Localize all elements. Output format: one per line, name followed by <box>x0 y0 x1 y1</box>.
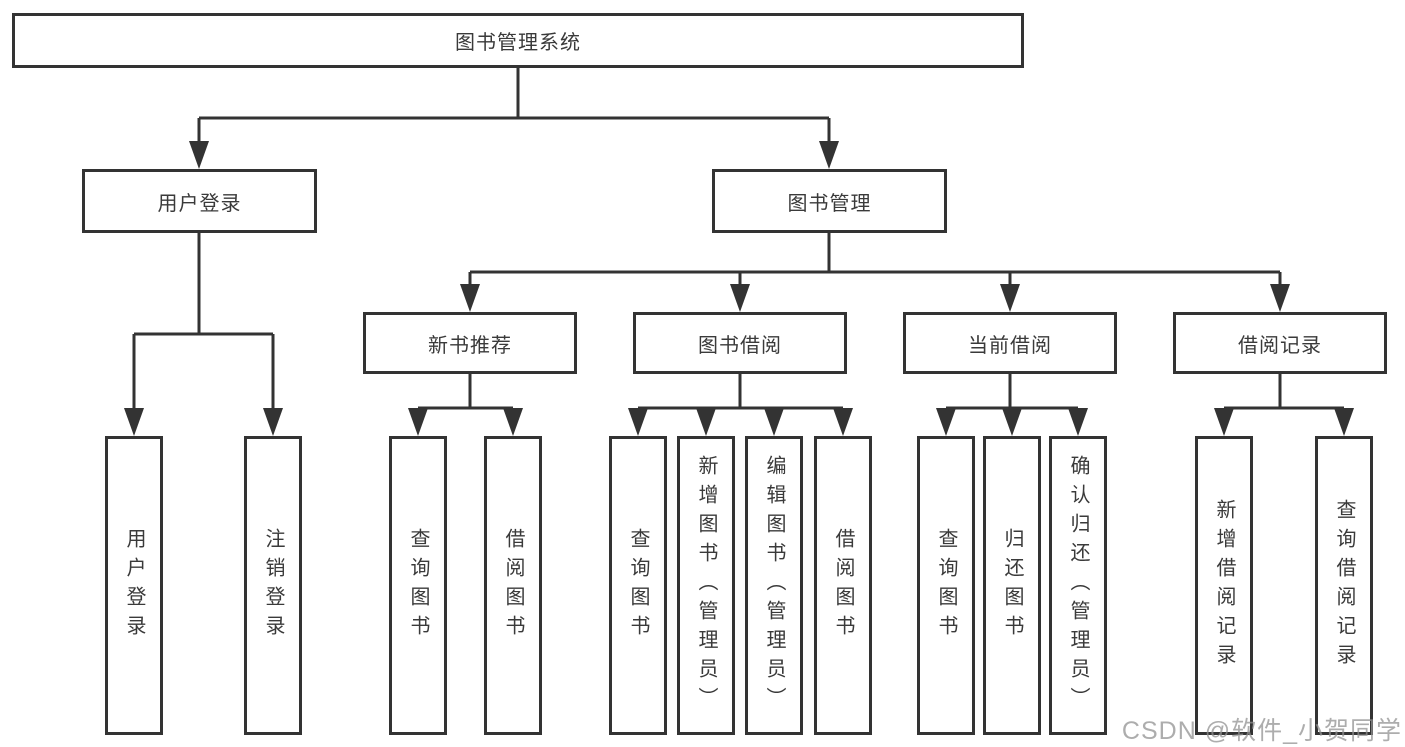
leaf-query-book-recommend: 查询图书 <box>389 436 447 735</box>
leaf-borrow-book-recommend: 借阅图书 <box>484 436 542 735</box>
node-current-borrow: 当前借阅 <box>903 312 1117 374</box>
leaf-logout: 注销登录 <box>244 436 302 735</box>
node-library-management-system: 图书管理系统 <box>12 13 1024 68</box>
node-label: 当前借阅 <box>968 334 1052 357</box>
leaf-query-current-book: 查询图书 <box>917 436 975 735</box>
node-label: 图书借阅 <box>698 334 782 357</box>
node-label: 新书推荐 <box>428 334 512 357</box>
node-book-management: 图书管理 <box>712 169 947 233</box>
leaf-label: 确认归还（管理员） <box>1067 455 1089 716</box>
node-label: 用户登录 <box>157 192 242 215</box>
leaf-label: 查询图书 <box>627 527 649 644</box>
node-label: 图书管理 <box>787 192 872 215</box>
leaf-user-login: 用户登录 <box>105 436 163 735</box>
node-new-book-recommend: 新书推荐 <box>363 312 577 374</box>
leaf-add-book-admin: 新增图书（管理员） <box>677 436 735 735</box>
leaf-label: 借阅图书 <box>502 527 524 644</box>
leaf-label: 归还图书 <box>1001 527 1023 644</box>
leaf-edit-book-admin: 编辑图书（管理员） <box>745 436 803 735</box>
node-label: 图书管理系统 <box>455 32 581 54</box>
node-label: 借阅记录 <box>1238 334 1322 357</box>
leaf-label: 借阅图书 <box>832 527 854 644</box>
leaf-label: 查询图书 <box>407 527 429 644</box>
node-user-login: 用户登录 <box>82 169 317 233</box>
leaf-label: 新增借阅记录 <box>1213 498 1235 673</box>
csdn-watermark: CSDN @软件_小贺同学 <box>1121 717 1402 745</box>
leaf-confirm-return-admin: 确认归还（管理员） <box>1049 436 1107 735</box>
leaf-label: 编辑图书（管理员） <box>763 455 785 716</box>
leaf-query-borrow-record: 查询借阅记录 <box>1315 436 1373 735</box>
node-borrow-record: 借阅记录 <box>1173 312 1387 374</box>
leaf-return-book: 归还图书 <box>983 436 1041 735</box>
leaf-label: 注销登录 <box>262 527 284 644</box>
node-book-borrow: 图书借阅 <box>633 312 847 374</box>
leaf-borrow-book: 借阅图书 <box>814 436 872 735</box>
arrowhead-icons <box>124 141 1354 436</box>
leaf-label: 新增图书（管理员） <box>695 455 717 716</box>
leaf-query-book: 查询图书 <box>609 436 667 735</box>
leaf-label: 用户登录 <box>123 527 145 644</box>
leaf-label: 查询图书 <box>935 527 957 644</box>
leaf-label: 查询借阅记录 <box>1333 498 1355 673</box>
leaf-add-borrow-record: 新增借阅记录 <box>1195 436 1253 735</box>
